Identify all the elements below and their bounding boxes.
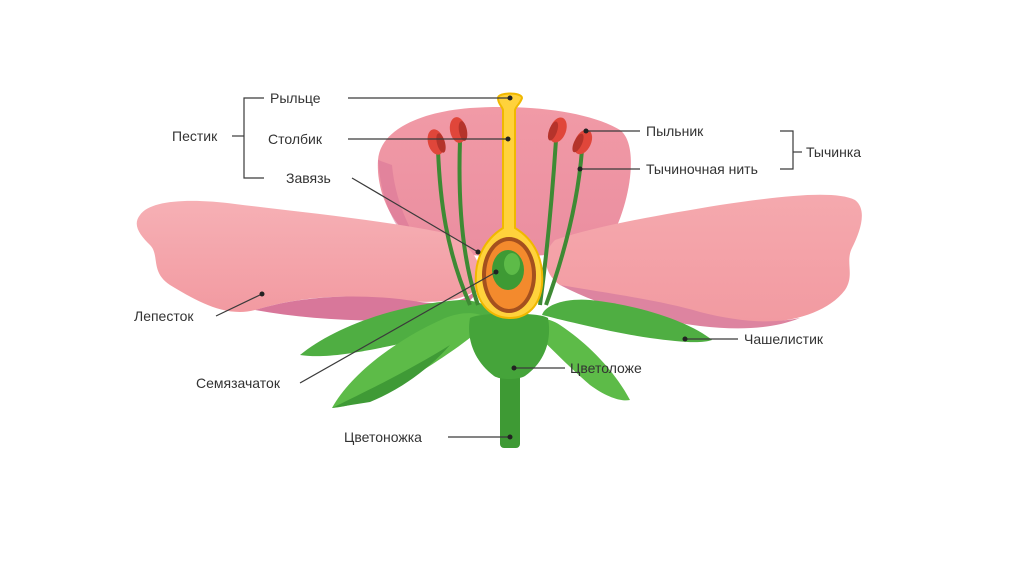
label-anther: Пыльник <box>646 123 704 139</box>
label-sepal: Чашелистик <box>744 331 824 347</box>
anther-4 <box>572 129 593 155</box>
label-receptacle: Цветоложе <box>570 360 642 376</box>
label-peduncle: Цветоножка <box>344 429 422 445</box>
diagram-labels: Рыльце Столбик Завязь Пестик Пыльник Тыч… <box>134 90 861 445</box>
anther-1 <box>427 129 446 155</box>
anther-3 <box>547 117 567 143</box>
sepals <box>300 299 712 408</box>
leader-lines <box>215 95 802 440</box>
anther-2 <box>449 117 468 143</box>
label-style: Столбик <box>268 131 323 147</box>
label-pistil: Пестик <box>172 128 218 144</box>
petal-right <box>545 194 862 329</box>
label-ovule: Семязачаток <box>196 375 281 391</box>
stamens <box>427 117 593 306</box>
label-ovary: Завязь <box>286 170 331 186</box>
label-stigma: Рыльце <box>270 90 321 106</box>
stem <box>469 313 550 448</box>
pistil <box>474 92 544 320</box>
label-stamen: Тычинка <box>806 144 861 160</box>
label-filament: Тычиночная нить <box>646 161 758 177</box>
label-petal: Лепесток <box>134 308 194 324</box>
